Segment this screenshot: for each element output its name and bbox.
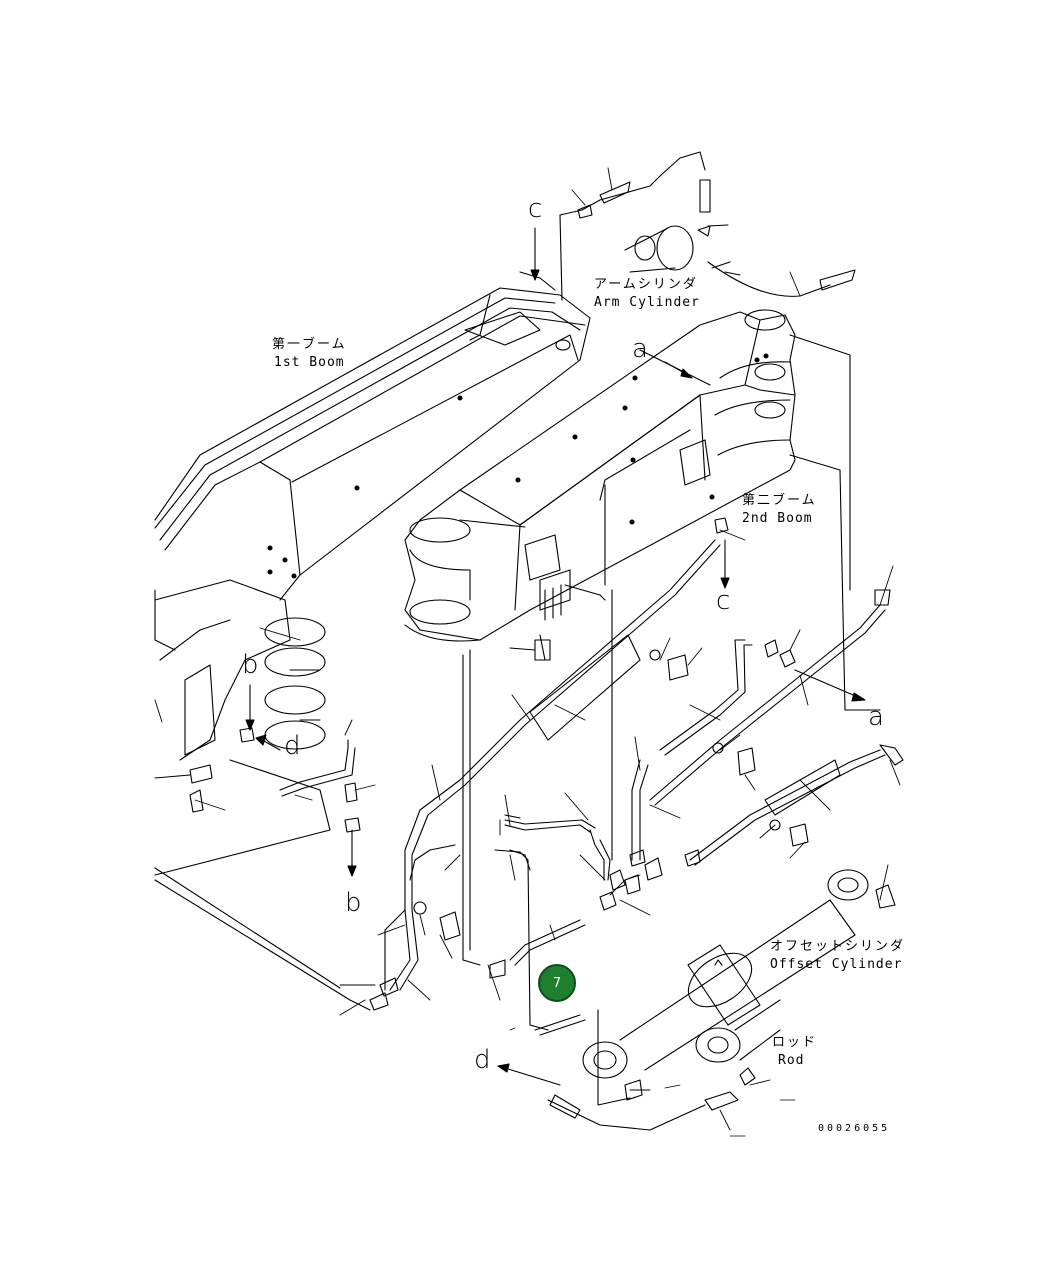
rod-label-jp: ロッド — [772, 1035, 818, 1050]
rod-part — [695, 999, 781, 1063]
marker-c-mid: c — [716, 586, 731, 616]
marker-d-left: d — [284, 731, 301, 761]
first-boom — [154, 271, 591, 1011]
marker-d-bottom: d — [474, 1045, 491, 1075]
fittings — [189, 517, 904, 1101]
hose-lines — [279, 334, 886, 1131]
arm-cylinder — [559, 151, 856, 301]
marker-a-top: a — [632, 334, 648, 364]
second-boom — [404, 309, 796, 642]
first-boom-label-en: 1st Boom — [274, 355, 345, 370]
small-marks — [509, 1027, 796, 1137]
marker-a-right: a — [868, 702, 884, 732]
marker-b-bottom: b — [345, 888, 362, 918]
arm-cylinder-label-en: Arm Cylinder — [594, 295, 700, 310]
offset-cylinder-label-jp: オフセットシリンダ — [770, 939, 906, 954]
offset-cylinder-label-en: Offset Cylinder — [770, 957, 903, 972]
drawing-number: 00026055 — [818, 1123, 891, 1134]
leader-lines — [154, 167, 901, 1131]
marker-b-top: b — [242, 650, 259, 680]
rod-label-en: Rod — [778, 1053, 805, 1068]
marker-c-top: c — [528, 194, 543, 224]
arm-cylinder-label-jp: アームシリンダ — [594, 277, 698, 292]
second-boom-label-en: 2nd Boom — [742, 511, 813, 526]
first-boom-label-jp: 第一ブーム — [272, 337, 347, 352]
second-boom-label-jp: 第二ブーム — [742, 493, 817, 508]
direction-arrows — [245, 227, 866, 1086]
offset-cylinder — [582, 869, 869, 1079]
part-callout-badge[interactable]: 7 — [538, 964, 576, 1002]
